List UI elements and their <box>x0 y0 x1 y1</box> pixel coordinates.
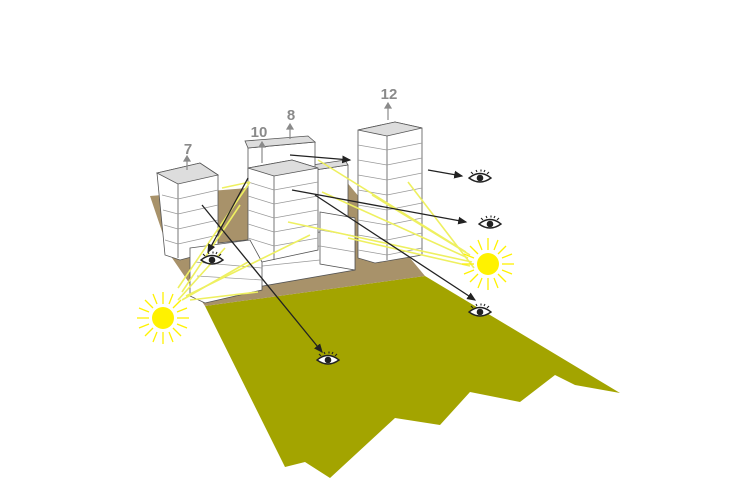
up-arrow-icon <box>257 140 267 163</box>
up-arrow-icon <box>383 101 393 120</box>
sun-icon <box>137 292 189 344</box>
floor-label-10: 10 <box>251 124 268 141</box>
floor-label-7: 7 <box>184 141 192 158</box>
up-arrow-icon <box>285 122 295 139</box>
sight-lines <box>201 154 477 354</box>
eye-icon <box>478 214 502 229</box>
up-arrow-icon <box>182 154 192 170</box>
floor-label-12: 12 <box>381 86 398 103</box>
floor-label-8: 8 <box>287 107 295 124</box>
green-ground <box>205 276 620 478</box>
building-10 <box>247 159 319 263</box>
sun-icon <box>462 238 514 290</box>
building-7 <box>155 162 219 261</box>
building-12 <box>357 121 423 264</box>
eye-icon <box>468 168 492 183</box>
